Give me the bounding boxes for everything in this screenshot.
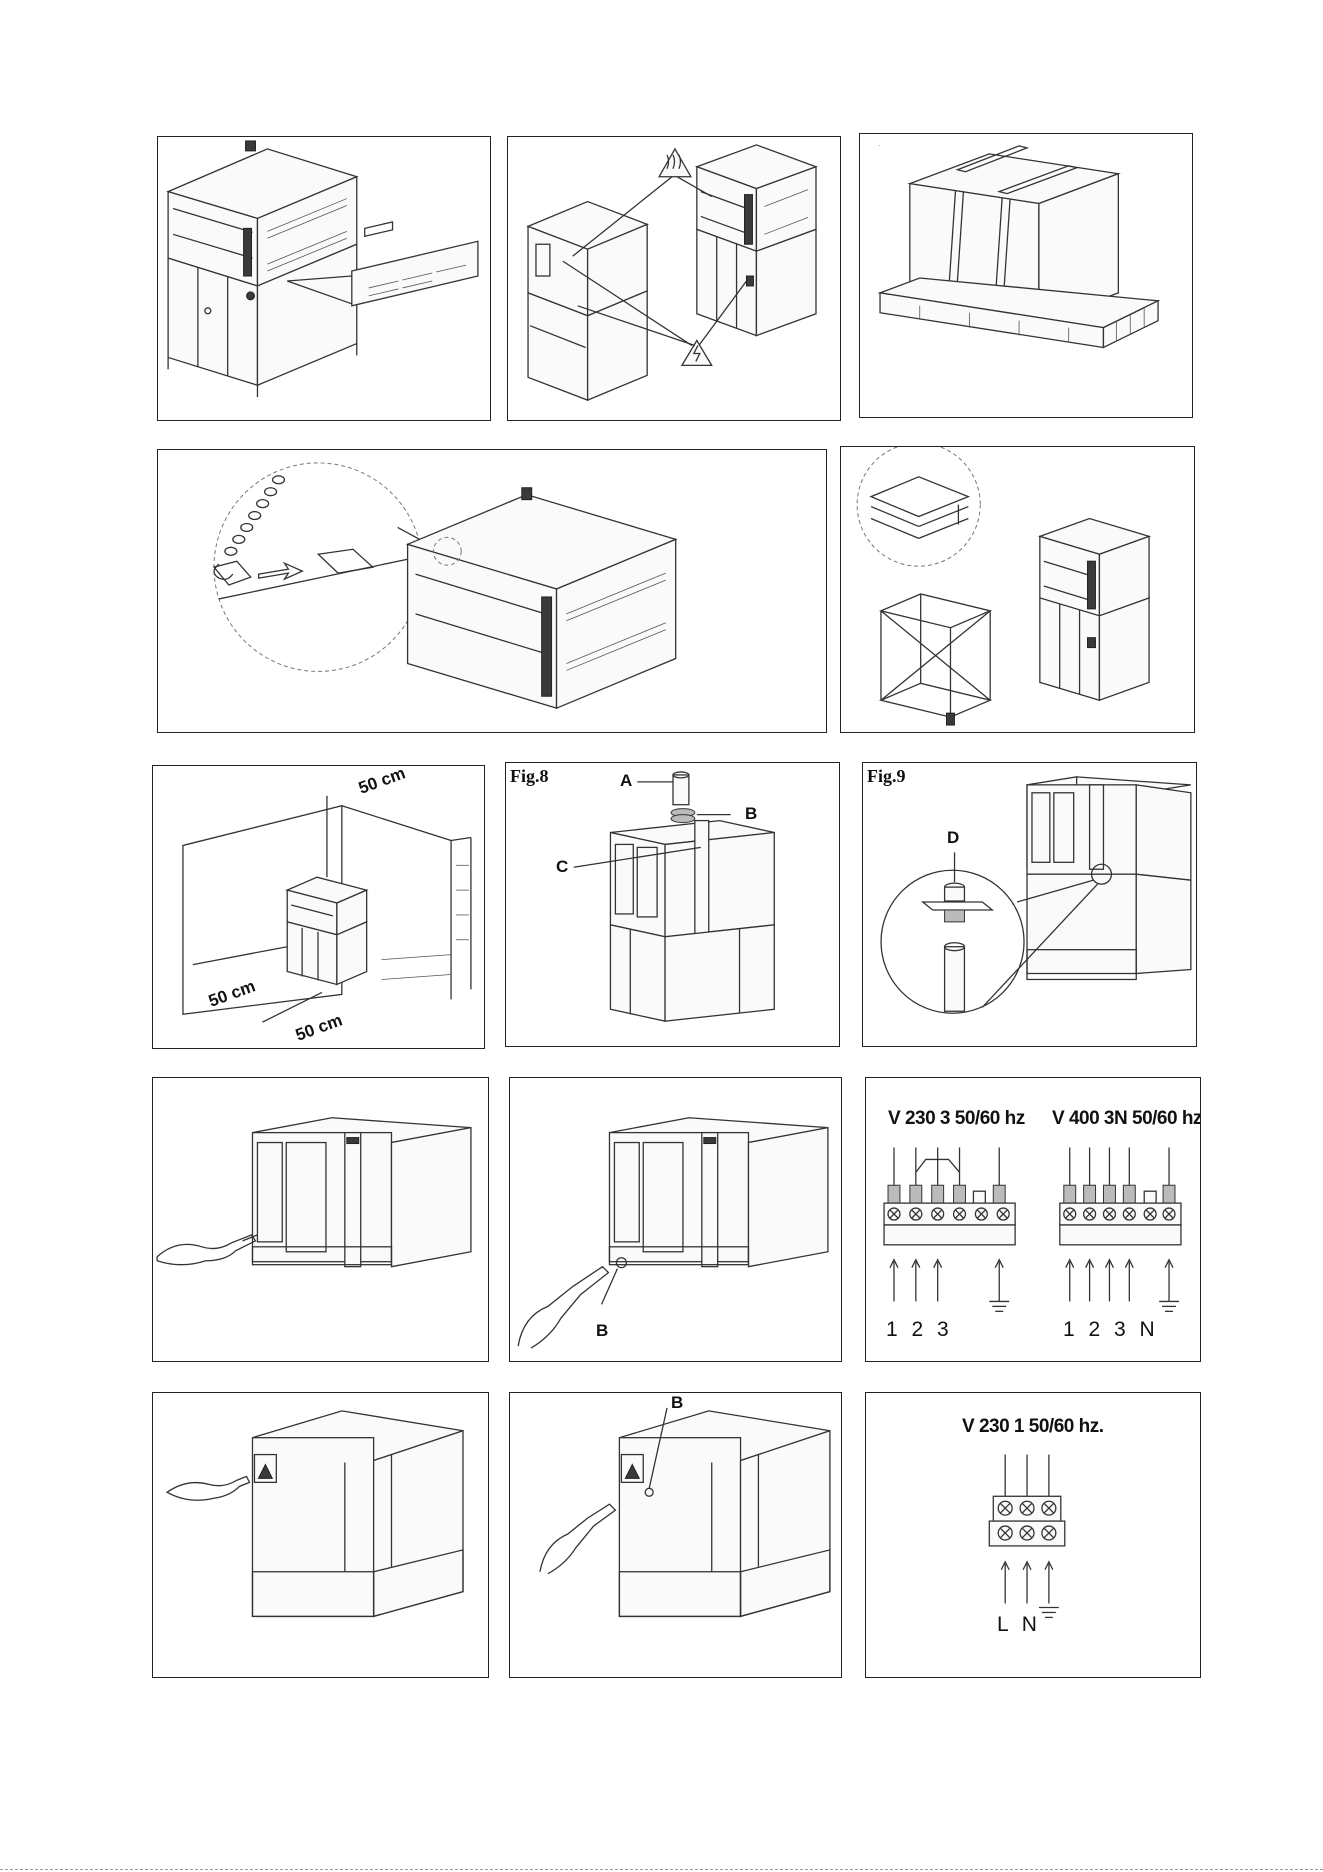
- figure-front-screw-removal: [152, 1077, 489, 1362]
- wiring-left-terminal-labels: 1 2 3: [886, 1318, 953, 1342]
- figure-wiring-single-phase: V 230 1 50/60 hz. L N: [865, 1392, 1201, 1678]
- page-bottom-edge: [0, 1869, 1323, 1870]
- figure-front-screw-b: B: [509, 1077, 842, 1362]
- lifting-chain-illustration: [158, 450, 826, 732]
- front-screw-b-label: B: [596, 1321, 608, 1341]
- back-screw-illustration: [153, 1393, 488, 1677]
- figure-back-screw-removal: [152, 1392, 489, 1678]
- figure-8-flue: Fig.8 A B C: [505, 762, 840, 1047]
- figure-clearance: 50 cm 50 cm 50 cm: [152, 765, 485, 1049]
- flue-joint-illustration: [863, 763, 1196, 1046]
- figure-stand-assembly: [840, 446, 1195, 733]
- fig9-label-d: D: [947, 828, 959, 848]
- stand-assembly-illustration: [841, 447, 1194, 732]
- single-phase-terminal-labels: L N: [997, 1613, 1041, 1637]
- fig9-title: Fig.9: [867, 766, 906, 787]
- clearance-illustration: [153, 766, 484, 1048]
- svg-text:·: ·: [878, 141, 881, 150]
- figure-wiring-three-phase: V 230 3 50/60 hz V 400 3N 50/60 hz.: [865, 1077, 1201, 1362]
- figure-warning-labels: [507, 136, 841, 421]
- fig8-label-b: B: [745, 804, 757, 824]
- front-screw-b-illustration: [510, 1078, 841, 1361]
- flue-illustration: [506, 763, 839, 1046]
- figure-packaged-pallet: ·: [859, 133, 1193, 418]
- front-screw-illustration: [153, 1078, 488, 1361]
- fig8-label-c: C: [556, 857, 568, 877]
- figure-lifting-chain: [157, 449, 827, 733]
- back-screw-b-label: B: [671, 1393, 683, 1413]
- fig8-title: Fig.8: [510, 766, 549, 787]
- figure-back-screw-b: B: [509, 1392, 842, 1678]
- back-screw-b-illustration: [510, 1393, 841, 1677]
- warning-labels-illustration: [508, 137, 840, 420]
- pallet-illustration: ·: [860, 134, 1192, 417]
- figure-oven-vent-detail: [157, 136, 491, 421]
- wiring-right-terminal-labels: 1 2 3 N: [1063, 1318, 1159, 1342]
- figure-9-flue-joint: Fig.9 D: [862, 762, 1197, 1047]
- oven-stand-illustration: [158, 137, 490, 420]
- fig8-label-a: A: [620, 771, 632, 791]
